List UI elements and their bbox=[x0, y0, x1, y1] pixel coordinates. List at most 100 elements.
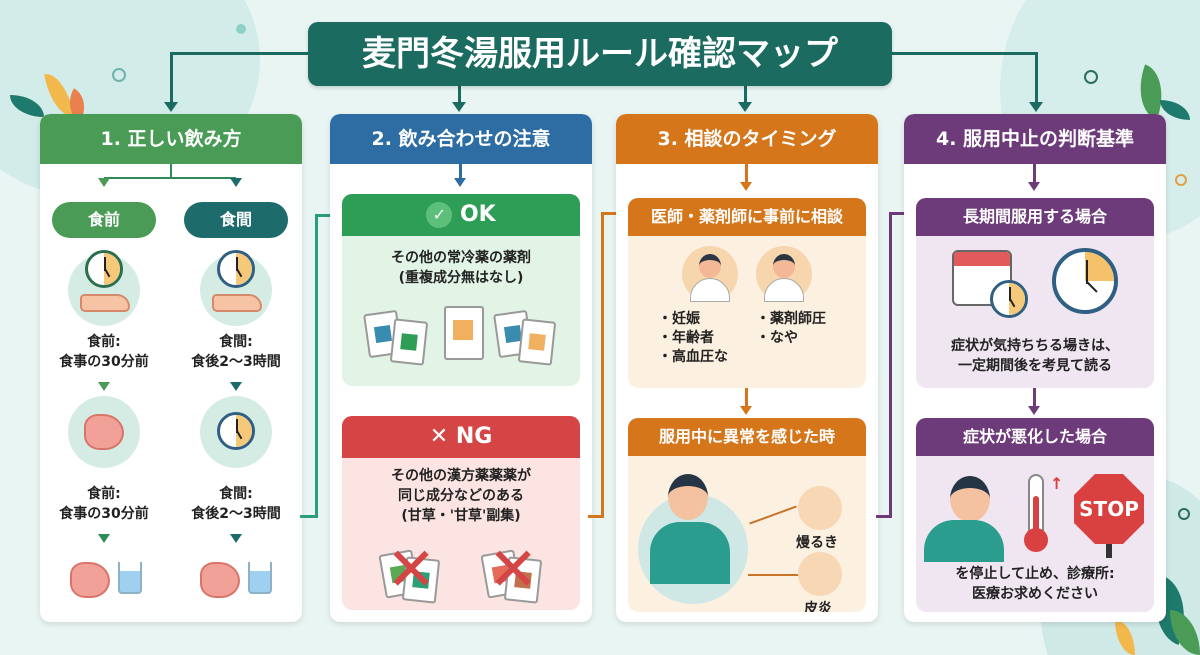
stomach-icon bbox=[84, 414, 124, 450]
connector-line bbox=[745, 164, 748, 184]
ok-header: ✓ OK bbox=[342, 194, 580, 236]
consult-header: 医師・薬剤師に事前に相談 bbox=[628, 198, 866, 236]
coughing-person-icon bbox=[924, 468, 1014, 562]
rash-icon bbox=[798, 552, 842, 596]
dizziness-icon bbox=[798, 486, 842, 530]
arrow-down-icon bbox=[452, 102, 466, 112]
long-term-card: 長期間服用する場合 症状が気持ちちる場きは、 一定期間後を考見て読る bbox=[916, 198, 1154, 388]
decorative-ring bbox=[1178, 508, 1190, 520]
arrow-up-icon: ↑ bbox=[1050, 474, 1064, 493]
step-text: 食前:食事の30分前 bbox=[59, 486, 149, 522]
arrow-down-icon bbox=[230, 382, 242, 391]
ng-text: その他の漢方薬薬薬が 同じ成分などのある (甘草・'甘草'副集) bbox=[391, 468, 531, 524]
connector-line bbox=[170, 164, 172, 178]
pharmacist-icon bbox=[756, 246, 812, 302]
hand-icon bbox=[80, 294, 130, 312]
connector-line bbox=[601, 212, 604, 518]
connector-line bbox=[300, 515, 316, 518]
connector-line bbox=[1033, 164, 1036, 184]
connector-line bbox=[748, 574, 798, 576]
connector-line bbox=[601, 212, 625, 215]
column-consult-timing: 3. 相談のタイミング 医師・薬剤師に事前に相談 ・妊娠 ・年齢者 ・高血圧な … bbox=[616, 114, 878, 622]
arrow-down-icon bbox=[738, 102, 752, 112]
long-term-header: 長期間服用する場合 bbox=[916, 198, 1154, 236]
worsen-card: 症状が悪化した場合 ↑ STOP を停止して止め、診療所: 医療お求めください bbox=[916, 418, 1154, 612]
clock-icon bbox=[85, 250, 123, 288]
clock-icon bbox=[1052, 248, 1118, 314]
symptom-label: 皮炎 bbox=[804, 601, 832, 612]
step-text: 食前:食事の30分前 bbox=[59, 334, 149, 370]
clock-icon bbox=[217, 412, 255, 450]
connector-line bbox=[170, 52, 173, 104]
column-header: 4. 服用中止の判断基準 bbox=[904, 114, 1166, 164]
decorative-ring bbox=[1175, 174, 1187, 186]
connector-line bbox=[1033, 388, 1036, 408]
arrow-down-icon bbox=[740, 182, 752, 191]
ok-text: その他の常冷薬の薬剤 (重複成分無はなし) bbox=[391, 250, 531, 286]
arrow-down-icon bbox=[98, 382, 110, 391]
arrow-down-icon bbox=[454, 178, 466, 187]
stop-sign-pole bbox=[1106, 544, 1112, 558]
stomach-icon bbox=[200, 562, 240, 598]
connector-line bbox=[458, 86, 461, 104]
connector-line bbox=[745, 388, 748, 408]
connector-line bbox=[588, 515, 602, 518]
decorative-ring bbox=[112, 68, 126, 82]
arrow-down-icon bbox=[230, 534, 242, 543]
column-combination-caution: 2. 飲み合わせの注意 ✓ OK その他の常冷薬の薬剤 (重複成分無はなし) ✕… bbox=[330, 114, 592, 622]
connector-line bbox=[170, 52, 308, 55]
medicine-packet-icon bbox=[517, 318, 557, 366]
consult-list-right: ・薬剤師圧 ・なや bbox=[756, 311, 826, 346]
forbidden-x-icon: ✕ bbox=[386, 535, 437, 605]
arrow-down-icon bbox=[230, 178, 242, 187]
dizzy-person-icon bbox=[638, 464, 748, 604]
consult-list-left: ・妊娠 ・年齢者 ・高血圧な bbox=[658, 311, 728, 365]
medicine-packet-icon bbox=[444, 306, 484, 360]
connector-line bbox=[749, 505, 797, 525]
connector-line bbox=[876, 515, 890, 518]
arrow-down-icon bbox=[98, 534, 110, 543]
column-header: 3. 相談のタイミング bbox=[616, 114, 878, 164]
column-header: 2. 飲み合わせの注意 bbox=[330, 114, 592, 164]
arrow-down-icon bbox=[164, 102, 178, 112]
arrow-down-icon bbox=[1028, 182, 1040, 191]
connector-line bbox=[889, 212, 892, 518]
connector-line bbox=[315, 214, 339, 217]
clock-icon bbox=[217, 250, 255, 288]
ng-card: ✕ NG その他の漢方薬薬薬が 同じ成分などのある (甘草・'甘草'副集) ✕ … bbox=[342, 416, 580, 610]
connector-line bbox=[104, 177, 236, 179]
connector-line bbox=[889, 212, 913, 215]
column-header: 1. 正しい飲み方 bbox=[40, 114, 302, 164]
connector-line bbox=[1035, 52, 1038, 104]
arrow-down-icon bbox=[740, 406, 752, 415]
arrow-down-icon bbox=[98, 178, 110, 187]
page-title: 麦門冬湯服用ルール確認マップ bbox=[308, 22, 892, 86]
arrow-down-icon bbox=[1029, 102, 1043, 112]
stomach-icon bbox=[70, 562, 110, 598]
connector-line bbox=[744, 86, 747, 104]
water-glass-icon bbox=[248, 562, 272, 594]
long-term-text: 症状が気持ちちる場きは、 一定期間後を考見て読る bbox=[951, 338, 1119, 374]
step-text: 食間:食後2〜3時間 bbox=[191, 334, 281, 370]
column-stop-criteria: 4. 服用中止の判断基準 長期間服用する場合 症状が気持ちちる場きは、 一定期間… bbox=[904, 114, 1166, 622]
clock-icon bbox=[990, 280, 1028, 318]
abnormal-header: 服用中に異常を感じた時 bbox=[628, 418, 866, 456]
column-correct-usage: 1. 正しい飲み方 食前 食間 食前:食事の30分前 食間:食後2〜3時間 食前… bbox=[40, 114, 302, 622]
thermometer-icon bbox=[1024, 474, 1048, 552]
hand-icon bbox=[212, 294, 262, 312]
forbidden-x-icon: ✕ bbox=[488, 535, 539, 605]
x-icon: ✕ bbox=[429, 424, 449, 449]
consult-card: 医師・薬剤師に事前に相談 ・妊娠 ・年齢者 ・高血圧な ・薬剤師圧 ・なや bbox=[628, 198, 866, 388]
arrow-down-icon bbox=[1028, 406, 1040, 415]
before-meal-pill: 食前 bbox=[52, 202, 156, 238]
connector-line bbox=[315, 214, 318, 518]
step-text: 食間:食後2〜3時間 bbox=[191, 486, 281, 522]
connector-line bbox=[459, 164, 462, 178]
ng-header: ✕ NG bbox=[342, 416, 580, 458]
medicine-packet-icon bbox=[389, 318, 429, 366]
abnormal-card: 服用中に異常を感じた時 熳るき 皮炎 bbox=[628, 418, 866, 612]
doctor-icon bbox=[682, 246, 738, 302]
worsen-header: 症状が悪化した場合 bbox=[916, 418, 1154, 456]
worsen-text: を停止して止め、診療所: 医療お求めください bbox=[955, 566, 1115, 602]
ok-label: OK bbox=[459, 202, 496, 227]
